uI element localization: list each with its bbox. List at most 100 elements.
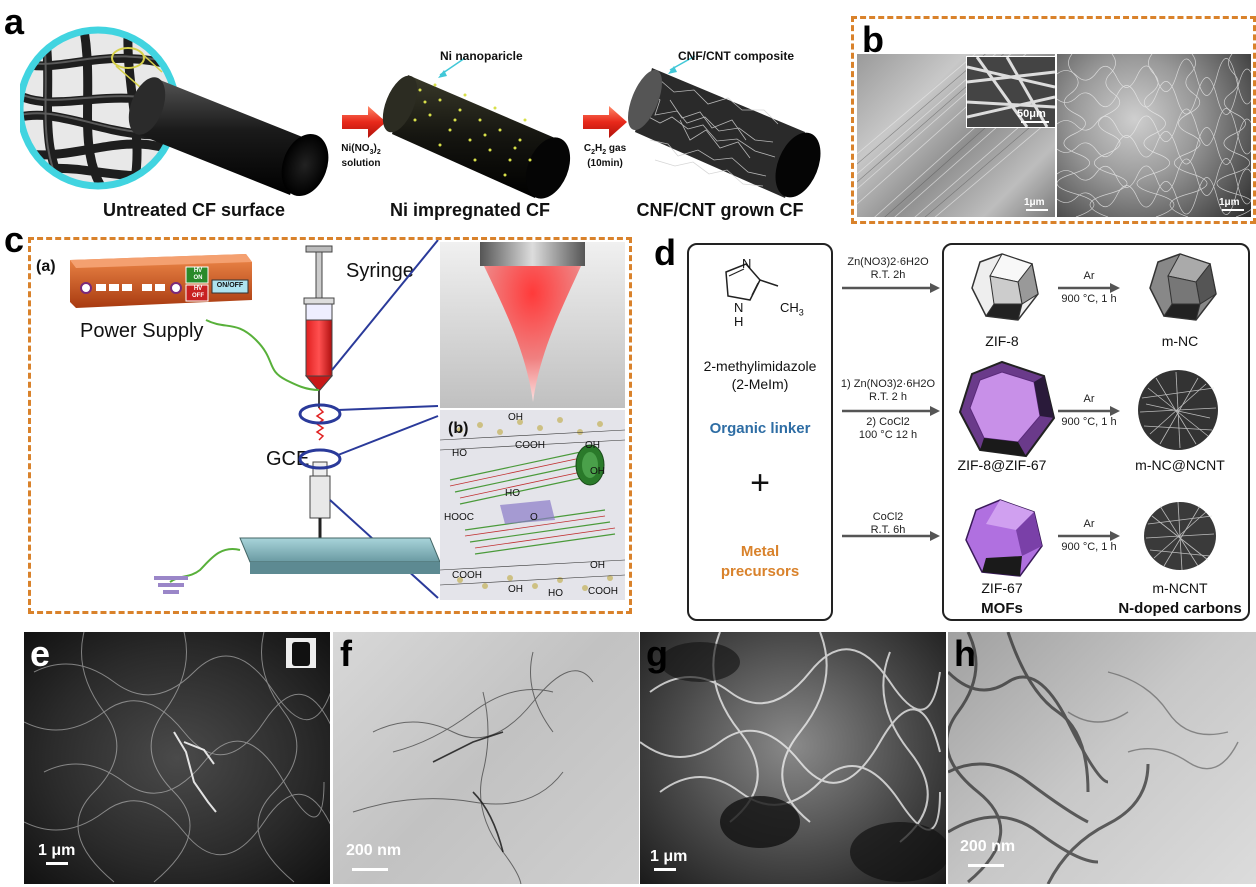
mnc-ncnt-label: m-NC@NCNT [1135, 457, 1225, 473]
scale-bar-f [352, 868, 388, 871]
linker-name: 2-methylimidazole [703, 358, 817, 374]
route1-condition: R.T. 2h [870, 269, 906, 281]
power-supply-label: Power Supply [80, 320, 204, 342]
oh-label-1: OH [508, 412, 523, 423]
ho-label-2: HO [505, 488, 520, 499]
inset-scale-bar [1021, 121, 1049, 123]
caption-cnf-cnt-grown-cf: CNF/CNT grown CF [636, 200, 804, 220]
imidazole-n-top: N [742, 256, 752, 271]
inset-scale-text: 50μm [1017, 108, 1046, 120]
ho-label-3: HO [548, 588, 563, 599]
sem-left-scale-text: 1μm [1024, 197, 1045, 208]
hv-on-label: HV ON [193, 268, 203, 281]
step1-condition: Ni(NO3)2 solution [341, 143, 381, 169]
oh-label-4: OH [590, 560, 605, 571]
mofs-label: MOFs [981, 600, 1023, 617]
hooc-label: HOOC [444, 512, 474, 523]
panel-b-frame [851, 16, 1256, 224]
zif67-label: ZIF-67 [981, 580, 1023, 596]
route1-reagent: Zn(NO3)2·6H2O [847, 256, 929, 268]
caption-ni-impregnated-cf: Ni impregnated CF [389, 200, 550, 220]
panel-label-e: e [30, 633, 51, 674]
sem-left-scale-bar [1026, 209, 1048, 211]
pyrolysis1-gas: Ar [1083, 270, 1095, 282]
mof-crystals [958, 253, 1218, 577]
panel-label-f: f [340, 633, 352, 674]
metal-precursors-line2: precursors [720, 563, 800, 580]
sem-image-g [640, 632, 946, 884]
sub-label-a: (a) [36, 258, 56, 275]
sem-inset-fibers [966, 56, 1056, 128]
on-off-label: ON/OFF [216, 282, 244, 289]
panel-label-a: a [4, 1, 25, 42]
sem-right-scale-bar [1222, 209, 1244, 211]
mncnt-label: m-NCNT [1152, 580, 1208, 596]
cooh-label-2: COOH [452, 570, 482, 581]
sample-photo-inset [286, 638, 316, 668]
ho-label-1: HO [452, 448, 467, 459]
panel-label-g: g [646, 633, 668, 674]
panel-label-b: b [862, 19, 884, 60]
scale-bar-e [46, 862, 68, 865]
pyrolysis3-temp: 900 °C, 1 h [1061, 541, 1117, 553]
scale-text-f: 200 nm [346, 842, 402, 859]
sem-image-cnt-grown [1057, 54, 1251, 217]
oh-label-5: OH [508, 584, 523, 595]
sem-image-e [24, 632, 330, 884]
route2-step2-cond: 100 °C 12 h [858, 429, 918, 441]
route3-condition: R.T. 6h [870, 524, 906, 536]
panel-a-illustration [20, 26, 821, 199]
panel-label-c: c [4, 219, 25, 260]
scale-text-h: 200 nm [960, 838, 1016, 855]
scale-bar-h [968, 864, 1004, 867]
scale-text-g: 1 μm [650, 848, 688, 865]
pyrolysis1-temp: 900 °C, 1 h [1061, 293, 1117, 305]
panel-label-h: h [954, 633, 976, 674]
zoom-needle-tip [440, 242, 625, 408]
imidazole-nh: N [734, 300, 744, 315]
cooh-label-3: COOH [588, 586, 618, 597]
panel-d-arrows [842, 283, 1120, 541]
products-box [942, 243, 1250, 621]
zif8-zif67-label: ZIF-8@ZIF-67 [957, 457, 1047, 473]
zoom-cnt-structure [440, 410, 625, 600]
imidazole-h: H [734, 314, 744, 329]
plus-sign: + [750, 464, 770, 502]
mnc-label: m-NC [1161, 333, 1199, 349]
cnf-cnt-annotation: CNF/CNT composite [678, 49, 795, 63]
metal-precursors-line1: Metal [740, 543, 780, 560]
o-label: O [530, 512, 538, 523]
scale-text-e: 1 μm [38, 842, 76, 859]
zif8-label: ZIF-8 [985, 333, 1019, 349]
linker-abbr: (2-MeIm) [731, 376, 789, 392]
route2-step2: 2) CoCl2 [866, 416, 910, 428]
sub-label-b: (b) [448, 420, 469, 437]
pyrolysis2-gas: Ar [1083, 393, 1095, 405]
organic-linker-label: Organic linker [709, 420, 811, 437]
syringe-label: Syringe [346, 260, 414, 282]
panel-label-d: d [654, 232, 676, 273]
cooh-label-1: COOH [515, 440, 545, 451]
route2-step1: 1) Zn(NO3)2·6H2O [840, 378, 936, 390]
pyrolysis2-temp: 900 °C, 1 h [1061, 416, 1117, 428]
oh-label-2: OH [585, 440, 600, 451]
route2-step1-cond: R.T. 2 h [869, 391, 907, 403]
oh-label-3: OH [590, 466, 605, 477]
linker-box [687, 243, 833, 621]
power-supply-device [70, 254, 252, 308]
panel-c-frame [28, 237, 632, 614]
electrospray-setup [154, 240, 441, 599]
hv-off-label: HV OFF [192, 286, 204, 299]
ndoped-carbons-label: N-doped carbons [1118, 600, 1242, 617]
pyrolysis3-gas: Ar [1083, 518, 1095, 530]
step2-condition: C2H2 gas (10min) [583, 143, 627, 169]
tem-image-h [948, 632, 1256, 884]
methyl-group: CH3 [780, 300, 804, 318]
ni-nanoparticle-annotation: Ni nanoparicle [440, 49, 523, 63]
caption-untreated-cf: Untreated CF surface [102, 200, 286, 220]
route3-reagent: CoCl2 [872, 511, 904, 523]
imidazole-structure [725, 263, 779, 301]
gce-label: GCE [266, 448, 310, 470]
tem-image-f [333, 632, 639, 884]
scale-bar-g [654, 868, 676, 871]
